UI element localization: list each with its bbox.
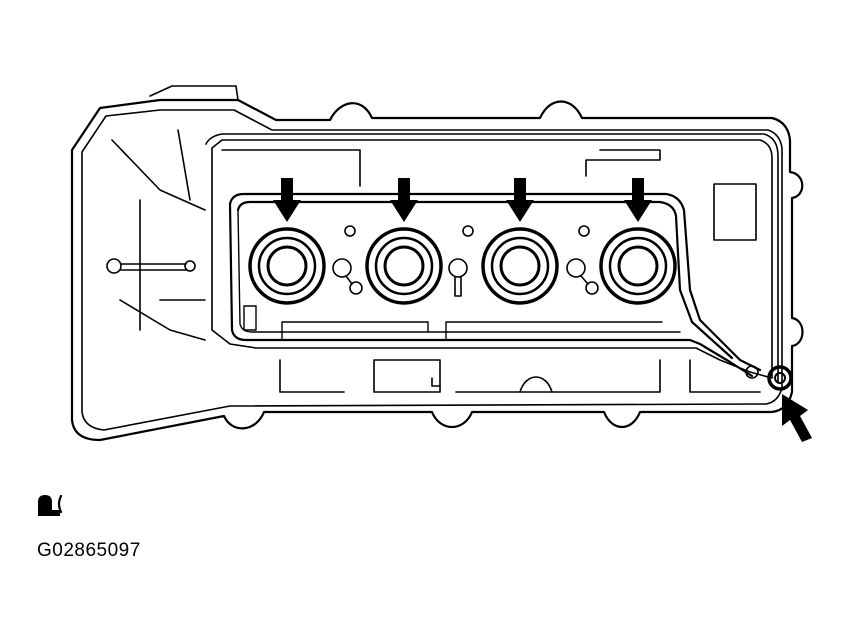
spark-plug-gasket: [228, 192, 762, 378]
plug-tube-seal: [599, 227, 677, 305]
down-arrow-icon: [273, 178, 301, 222]
diagonal-arrow-icon: [782, 394, 812, 442]
cover-outline: [70, 85, 804, 442]
valve-cover-diagram: [70, 85, 812, 442]
seal-packing-icon: [38, 494, 63, 516]
plug-tube-seals: [248, 227, 677, 305]
left-ribs: [106, 129, 206, 341]
indicator-arrows: [273, 178, 812, 442]
down-arrow-icon: [624, 178, 652, 222]
down-arrow-icon: [390, 178, 418, 222]
plug-tube-seal: [248, 227, 326, 305]
plug-tube-seal: [481, 227, 559, 305]
bolt-holes: [332, 225, 599, 297]
down-arrow-icon: [506, 178, 534, 222]
corner-seal: [745, 365, 793, 391]
figure-code: G02865097: [37, 540, 141, 561]
gasket-groove: [205, 133, 779, 393]
plug-tube-seal: [365, 227, 443, 305]
